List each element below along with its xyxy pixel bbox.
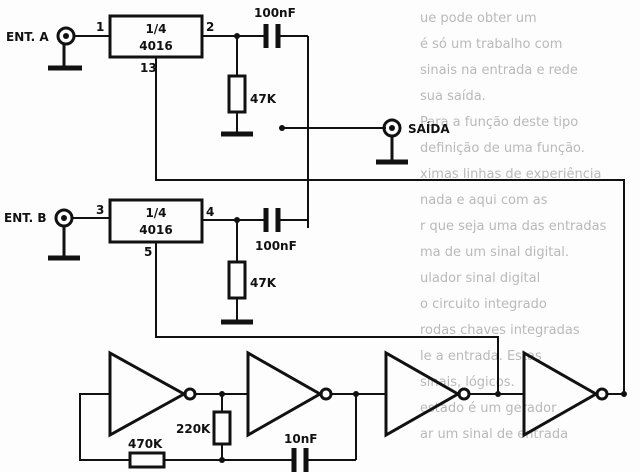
capacitor-c2-label: 100nF xyxy=(255,239,297,253)
gate2-pin-in: 3 xyxy=(96,203,104,217)
background-text-line: ximas linhas de experiência xyxy=(420,167,601,182)
resistor-r4 xyxy=(128,451,166,469)
gate1-pin-ctrl: 13 xyxy=(140,61,157,75)
resistor-r4-label: 470K xyxy=(128,437,163,451)
gate2-label-bottom: 4016 xyxy=(139,223,172,237)
capacitor-c2 xyxy=(263,208,281,232)
gate1-box: 1/4 4016 xyxy=(108,14,204,59)
output-jack xyxy=(376,118,408,165)
capacitor-c1 xyxy=(263,24,281,48)
input-b-label: ENT. B xyxy=(4,211,47,225)
control-line-b xyxy=(155,242,499,395)
gate2-pin-out: 4 xyxy=(206,205,214,219)
capacitor-c1-label: 100nF xyxy=(254,6,296,20)
inverter-2 xyxy=(246,350,333,438)
background-text-line: r que seja uma das entradas xyxy=(420,219,607,234)
inverter-4 xyxy=(522,350,609,438)
resistor-r2-label: 47K xyxy=(250,276,277,290)
input-a-jack xyxy=(48,26,82,71)
background-text-line: Para a função deste tipo xyxy=(420,115,578,130)
gate1-label-top: 1/4 xyxy=(145,22,166,36)
capacitor-c3 xyxy=(291,448,309,472)
resistor-r2 xyxy=(227,260,247,300)
inverter-3 xyxy=(384,350,471,438)
gate2-pin-ctrl: 5 xyxy=(144,245,152,259)
capacitor-c3-label: 10nF xyxy=(284,432,317,446)
background-text-line: nada e aqui com as xyxy=(420,193,548,208)
background-text-line: rodas chaves integradas xyxy=(420,323,580,338)
input-a-label: ENT. A xyxy=(6,30,49,44)
output-label: SAÍDA xyxy=(408,121,450,136)
resistor-r3-label: 220K xyxy=(176,422,211,436)
background-text-line: sinais na entrada e rede xyxy=(420,63,578,78)
background-text-line: ue pode obter um xyxy=(420,11,537,26)
background-text-line: definição de uma função. xyxy=(420,141,585,156)
background-text-line: sua saída. xyxy=(420,89,486,104)
control-line-a xyxy=(155,57,625,395)
resistor-r1-label: 47K xyxy=(250,92,277,106)
resistor-r1 xyxy=(227,74,247,114)
background-text-line: le a entrada. Estas xyxy=(420,349,542,364)
background-text-line: ulador sinal digital xyxy=(420,271,540,286)
resistor-r3 xyxy=(212,410,232,446)
background-text-line: é só um trabalho com xyxy=(420,37,562,52)
background-text-line: ma de um sinal digital. xyxy=(420,245,569,260)
gate2-box: 1/4 4016 xyxy=(108,198,204,244)
gate1-label-bottom: 4016 xyxy=(139,39,172,53)
gate1-pin-in: 1 xyxy=(96,20,104,34)
background-text-line: o circuito integrado xyxy=(420,297,547,312)
gate1-pin-out: 2 xyxy=(206,20,214,34)
gate2-label-top: 1/4 xyxy=(145,206,166,220)
